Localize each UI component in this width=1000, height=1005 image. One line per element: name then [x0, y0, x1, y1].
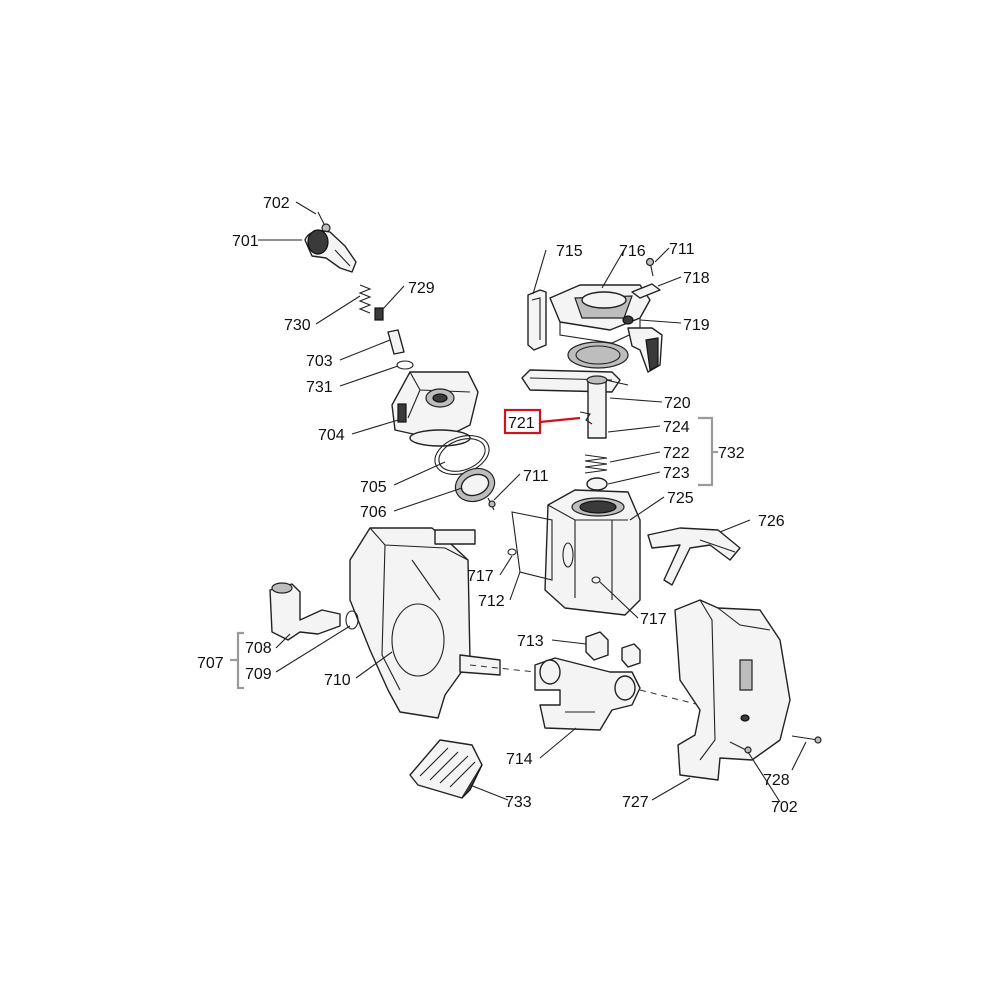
part-729-pin	[374, 307, 384, 321]
callout-725: 725	[667, 490, 694, 507]
part-702-screw-top	[317, 211, 331, 233]
part-708-coupling	[269, 582, 341, 641]
callout-729: 729	[408, 280, 435, 297]
part-703-rod	[387, 329, 405, 355]
callout-717-left: 717	[467, 568, 494, 585]
callout-716: 716	[619, 243, 646, 260]
callout-703: 703	[306, 353, 333, 370]
callout-713: 713	[517, 633, 544, 650]
part-725-brew-chamber	[544, 489, 641, 616]
callout-707: 707	[197, 655, 224, 672]
part-713-block-right	[621, 643, 641, 668]
callout-721: 721	[508, 415, 535, 432]
part-distributor-disc	[567, 341, 629, 369]
callout-705: 705	[360, 479, 387, 496]
callout-715: 715	[556, 243, 583, 260]
callout-730: 730	[284, 317, 311, 334]
part-733-grid-plate	[409, 739, 483, 799]
part-701-knob	[304, 229, 357, 273]
part-719-lever	[622, 315, 663, 373]
bracket-732-group	[698, 416, 714, 487]
part-726-lever-arm	[647, 527, 741, 586]
callout-712: 712	[478, 593, 505, 610]
callout-706: 706	[360, 504, 387, 521]
part-709-oring	[345, 610, 359, 630]
highlight-leader-721	[539, 416, 581, 424]
callout-728: 728	[763, 772, 790, 789]
part-715-side-plate	[527, 289, 547, 351]
part-723-washer	[586, 477, 608, 491]
part-710-left-frame	[349, 527, 501, 719]
callout-702-top: 702	[263, 195, 290, 212]
part-722-spring	[584, 454, 608, 474]
part-704-valve-block	[391, 371, 479, 447]
part-720-tray	[521, 369, 629, 439]
callout-710: 710	[324, 672, 351, 689]
part-713-block-left	[585, 631, 609, 661]
callout-726: 726	[758, 513, 785, 530]
part-730-spring	[358, 284, 372, 314]
callout-704: 704	[318, 427, 345, 444]
callout-702-bottom: 702	[771, 799, 798, 816]
callout-701: 701	[232, 233, 259, 250]
leader-lines	[258, 201, 807, 803]
part-706-filter	[454, 467, 496, 503]
callout-717-right: 717	[640, 611, 667, 628]
callout-labels: 702 701 729 730 703 731 704 705 706 711 …	[197, 195, 798, 816]
callout-732: 732	[718, 445, 745, 462]
callout-724: 724	[663, 419, 690, 436]
callout-708: 708	[245, 640, 272, 657]
callout-718: 718	[683, 270, 710, 287]
part-728-screw	[791, 735, 822, 744]
part-717-oring-left	[507, 548, 517, 556]
part-731-oring	[396, 360, 414, 370]
part-714-slider	[534, 657, 641, 731]
callout-731: 731	[306, 379, 333, 396]
part-711-screw-left	[487, 497, 496, 511]
callout-733: 733	[505, 794, 532, 811]
callout-720: 720	[664, 395, 691, 412]
part-712-gasket	[511, 511, 553, 581]
part-727-right-frame	[674, 599, 791, 781]
callout-722: 722	[663, 445, 690, 462]
part-717-oring-right	[591, 576, 601, 584]
part-711-screw-right	[645, 257, 655, 277]
part-721-clip	[579, 411, 593, 425]
callout-719: 719	[683, 317, 710, 334]
callout-727: 727	[622, 794, 649, 811]
callout-714: 714	[506, 751, 533, 768]
part-718-clip	[631, 283, 661, 299]
callout-711-right: 711	[669, 241, 695, 258]
callout-709: 709	[245, 666, 272, 683]
callout-723: 723	[663, 465, 690, 482]
bracket-707-group	[236, 631, 244, 690]
callout-711-left: 711	[523, 468, 549, 485]
part-702-screw-bottom	[729, 741, 752, 754]
